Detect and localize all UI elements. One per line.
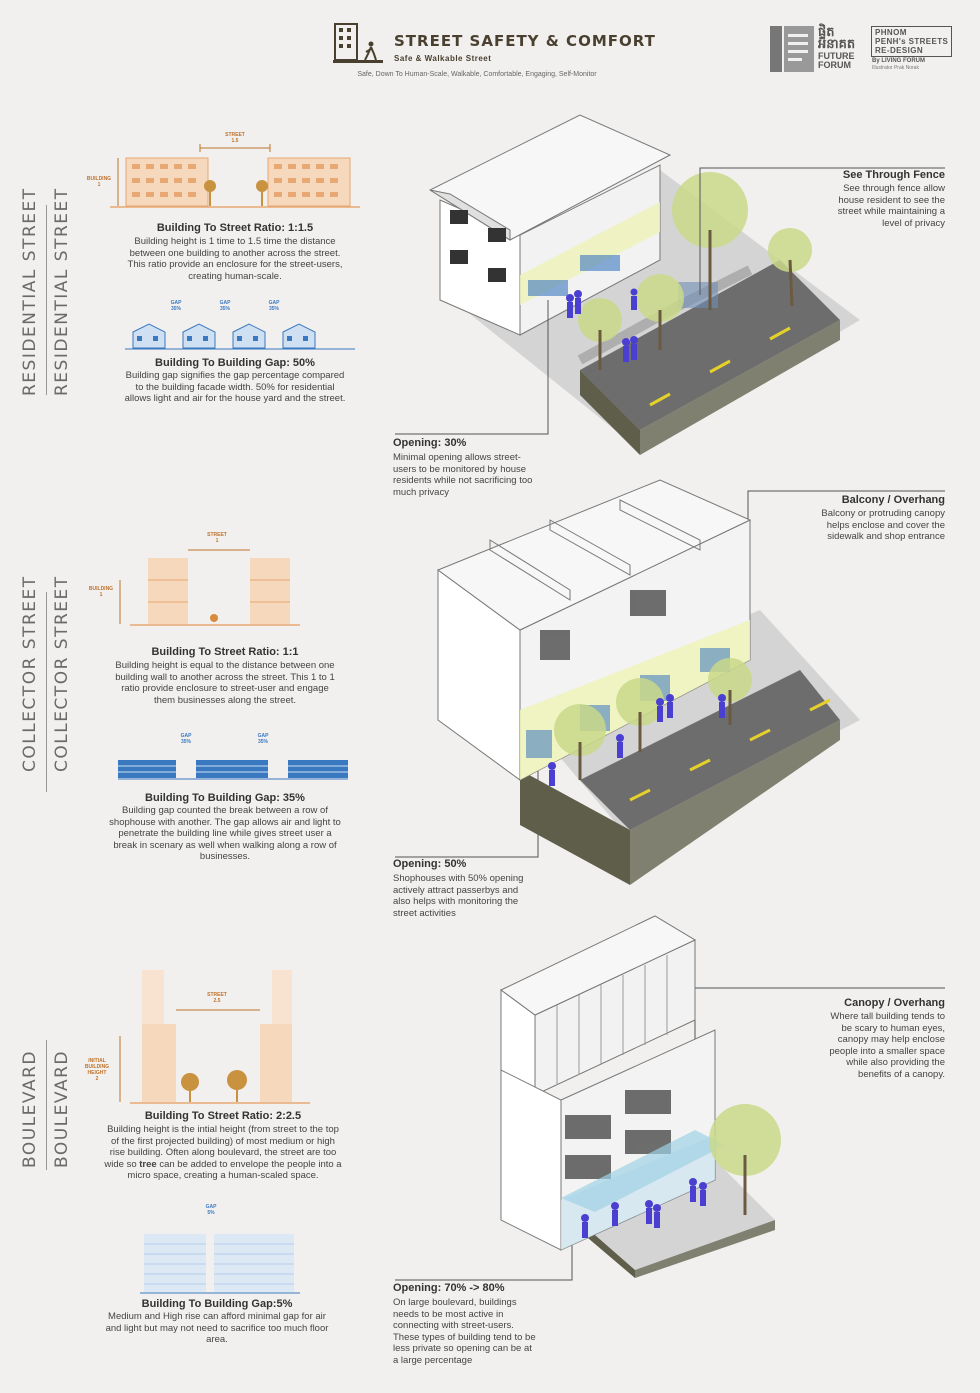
residential-gap-label: GAP 35%: [170, 300, 182, 312]
header-logo-icon: [333, 23, 383, 63]
residential-gap-text: Building gap signifies the gap percentag…: [124, 370, 346, 404]
residential-opening-text: Minimal opening allows street-users to b…: [393, 452, 533, 498]
residential-opening-title: Opening: 30%: [393, 437, 467, 449]
collector-street-label: STREET 1: [207, 532, 227, 544]
boulevard-illustration: [500, 915, 781, 1278]
brand-project-name: PHNOM PENH's STREETS RE-DESIGN: [871, 26, 953, 57]
brand-khmer-text: ផ្ទិត អនាគត: [818, 24, 856, 51]
collector-ratio-text: Building height is equal to the distance…: [115, 660, 335, 706]
boulevard-ratio-diagram: [119, 970, 310, 1104]
brand-illustrator: Illustrator Prak Norak: [872, 65, 919, 71]
future-forum-logo-icon: [770, 26, 814, 72]
collector-ratio-title: Building To Street Ratio: 1:1: [151, 646, 299, 658]
page-description: Safe, Down To Human-Scale, Walkable, Com…: [357, 71, 597, 78]
boulevard-gap-text: Medium and High rise can afford minimal …: [105, 1311, 329, 1345]
collector-street-illustration: [436, 479, 860, 885]
section-divider: [46, 1040, 47, 1170]
boulevard-opening-text: On large boulevard, buildings needs to b…: [393, 1297, 536, 1366]
residential-street-illustration: [428, 114, 860, 455]
boulevard-callout-title: Canopy / Overhang: [844, 997, 945, 1009]
boulevard-gap-diagram: [140, 1234, 300, 1294]
collector-callout-text: Balcony or protruding canopy helps enclo…: [821, 508, 945, 542]
page-subtitle: Safe & Walkable Street: [394, 54, 492, 63]
residential-gap-label: GAP 35%: [268, 300, 280, 312]
boulevard-ratio-title: Building To Street Ratio: 2:2.5: [144, 1110, 302, 1122]
brand-by: By LIVING FORUM: [872, 58, 926, 64]
section-divider: [46, 205, 47, 395]
boulevard-gap-title: Building To Building Gap:5%: [141, 1298, 293, 1310]
collector-gap-text: Building gap counted the break between a…: [109, 805, 341, 862]
residential-ratio-diagram: [110, 144, 360, 208]
residential-gap-label: GAP 35%: [219, 300, 231, 312]
collector-gap-diagram: [118, 760, 348, 780]
section-divider: [46, 592, 47, 792]
boulevard-ratio-text: Building height is the intial height (fr…: [104, 1124, 342, 1181]
boulevard-building-label: INITIAL BUILDING HEIGHT 2: [84, 1058, 110, 1082]
page-title: STREET SAFETY & COMFORT: [394, 32, 656, 50]
collector-opening-title: Opening: 50%: [393, 858, 467, 870]
residential-callout-text: See through fence allow house resident t…: [837, 183, 945, 229]
brand-future-forum: FUTURE FORUM: [818, 51, 855, 70]
collector-opening-text: Shophouses with 50% opening actively att…: [393, 873, 524, 919]
residential-ratio-text: Building height is 1 time to 1.5 time th…: [127, 236, 343, 282]
residential-street-label: STREET 1.5: [225, 132, 245, 144]
collector-ratio-diagram: [119, 549, 300, 626]
collector-building-label: BUILDING 1: [88, 586, 114, 598]
collector-callout-title: Balcony / Overhang: [841, 494, 945, 506]
residential-gap-diagram: [125, 323, 355, 350]
boulevard-gap-label: GAP 5%: [205, 1204, 217, 1216]
residential-callout-title: See Through Fence: [842, 169, 945, 181]
collector-gap-title: Building To Building Gap: 35%: [145, 792, 305, 804]
boulevard-street-label: STREET 2.5: [207, 992, 227, 1004]
collector-gap-label: GAP 35%: [180, 733, 192, 745]
boulevard-callout-text: Where tall building tends to be scary to…: [829, 1011, 945, 1080]
residential-ratio-title: Building To Street Ratio: 1:1.5: [156, 222, 314, 234]
boulevard-opening-title: Opening: 70% -> 80%: [393, 1282, 505, 1294]
residential-building-label: BUILDING 1: [86, 176, 112, 188]
collector-gap-label: GAP 35%: [257, 733, 269, 745]
residential-gap-title: Building To Building Gap: 50%: [155, 357, 315, 369]
